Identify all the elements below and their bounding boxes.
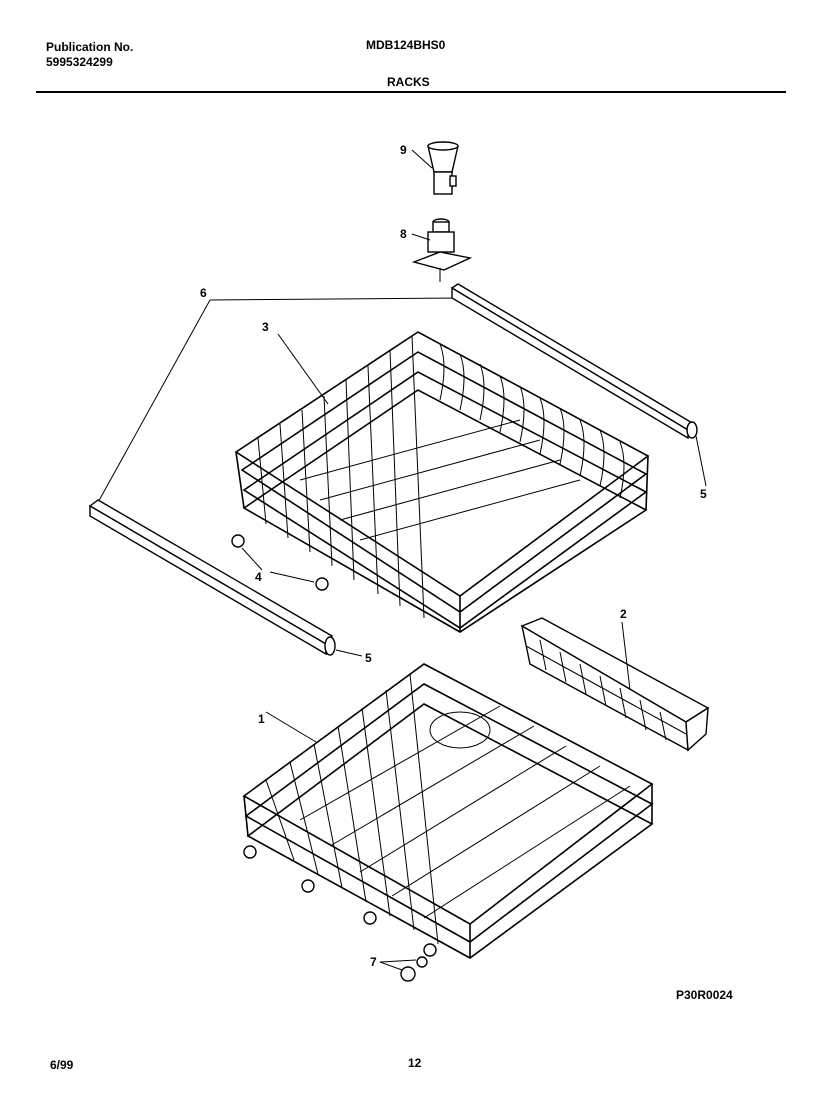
lower-rack-grid — [265, 673, 631, 945]
section-title: RACKS — [387, 75, 430, 89]
callout-9: 9 — [400, 143, 407, 157]
model-number: MDB124BHS0 — [366, 38, 446, 52]
part-8-mount — [411, 218, 473, 282]
part-3-upper-rack — [234, 331, 650, 633]
basket-mesh — [525, 639, 687, 741]
part-4-upper-rollers — [231, 534, 329, 591]
part-6-leader-lines — [95, 297, 459, 507]
callout-1: 1 — [258, 712, 265, 726]
callout-8: 8 — [400, 227, 407, 241]
callout-4: 4 — [255, 570, 262, 584]
callout-5-upper: 5 — [700, 487, 707, 501]
callout-3: 3 — [262, 320, 269, 334]
publication-number: 5995324299 — [46, 55, 113, 69]
part-7-wheels — [379, 956, 428, 982]
upper-rack-front-tines — [257, 335, 425, 619]
publication-date: 6/99 — [50, 1058, 74, 1072]
header-rule — [36, 91, 786, 93]
publication-label: Publication No. — [46, 40, 134, 54]
part-6-rail-upper — [450, 283, 707, 487]
upper-rack-back-tines — [439, 343, 625, 499]
part-6-rail-lower — [88, 499, 363, 657]
callout-5-lower: 5 — [365, 651, 372, 665]
callout-2: 2 — [620, 607, 627, 621]
part-9-nozzle — [411, 141, 459, 195]
lower-rack-wheels — [243, 845, 437, 957]
callout-6: 6 — [200, 286, 207, 300]
part-2-basket — [520, 617, 710, 752]
page-number: 12 — [408, 1056, 422, 1070]
callout-7: 7 — [370, 955, 377, 969]
part-1-lower-rack — [242, 663, 654, 959]
drawing-code: P30R0024 — [676, 988, 733, 1002]
